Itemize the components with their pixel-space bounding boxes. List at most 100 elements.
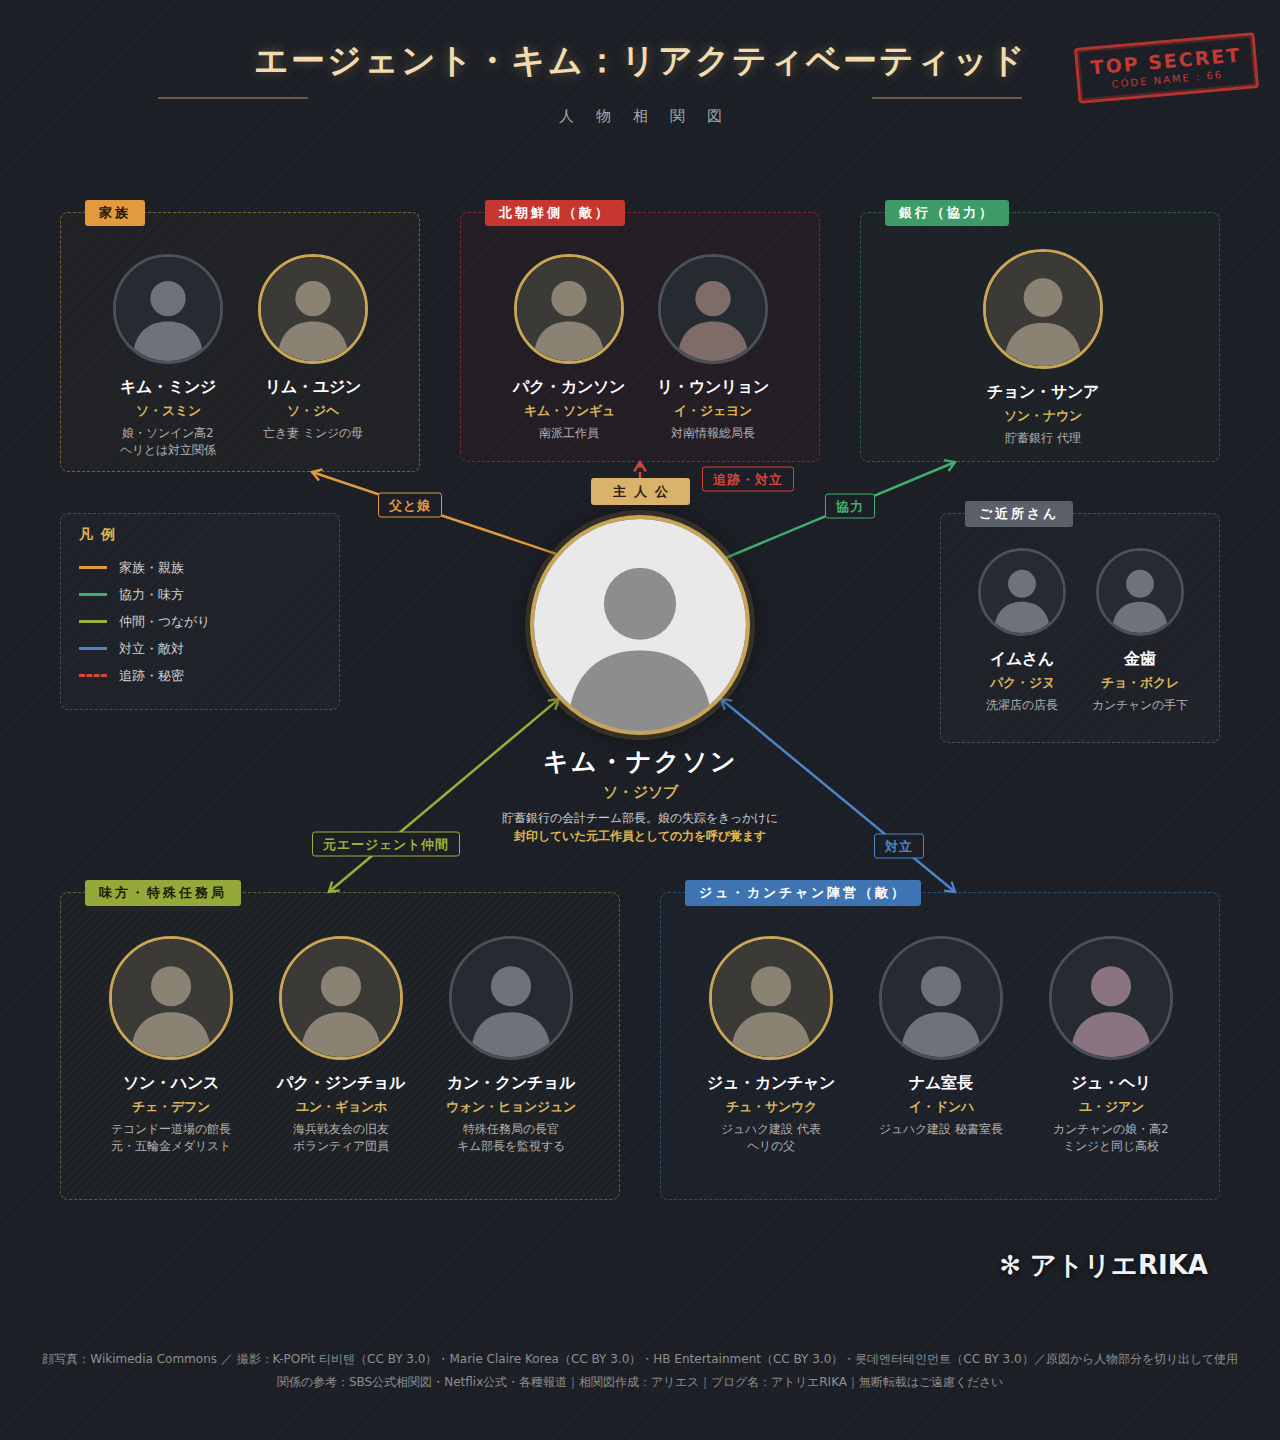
- actor-name: イ・ドンハ: [856, 1098, 1026, 1115]
- legend-text: 対立・敵対: [119, 640, 184, 658]
- group-box: ご近所さんイムさんパク・ジヌ洗濯店の店長金歯チョ・ボクレカンチャンの手下: [940, 513, 1220, 743]
- character-name: ソン・ハンス: [86, 1073, 256, 1093]
- avatar-circle: [113, 254, 223, 364]
- edge-label: 元エージェント仲間: [312, 831, 460, 856]
- legend-swatch: [79, 566, 107, 569]
- credit-line: 顔写真：Wikimedia Commons ／ 撮影：K-POPit 티비텐（C…: [20, 1350, 1260, 1368]
- group-tag: ジュ・カンチャン陣営（敵）: [685, 880, 921, 906]
- actor-name: チェ・デフン: [86, 1098, 256, 1115]
- actor-name: ソ・スミン: [98, 402, 238, 419]
- character-name: 金歯: [1081, 649, 1199, 669]
- person-node: 金歯チョ・ボクレカンチャンの手下: [1081, 548, 1199, 714]
- avatar-circle: [658, 254, 768, 364]
- group-box: 銀行（協力）チョン・サンアソン・ナウン貯蓄銀行 代理: [860, 212, 1220, 462]
- legend-item: 追跡・秘密: [79, 662, 210, 689]
- character-note: 特殊任務局の長官 キム部長を監視する: [449, 1121, 574, 1155]
- group-box: 北朝鮮側（敵）パク・カンソンキム・ソンギュ南派工作員リ・ウンリョンイ・ジェヨン対…: [460, 212, 820, 462]
- actor-name: ユ・ジアン: [1026, 1098, 1196, 1115]
- legend-swatch: [79, 647, 107, 650]
- legend-item: 協力・味方: [79, 581, 210, 608]
- actor-name: ユン・ギョンホ: [256, 1098, 426, 1115]
- avatar-circle: [978, 548, 1066, 636]
- actor-name: イ・ジェヨン: [643, 402, 783, 419]
- avatar-circle: [279, 936, 403, 1060]
- secret-stamp: TOP SECRETCODE NAME : 66: [1074, 32, 1259, 104]
- avatar-silhouette: [282, 939, 400, 1057]
- character-note: 洗濯店の店長: [967, 697, 1077, 714]
- person-node: キム・ミンジソ・スミン娘・ソンイン高2 ヘリとは対立関係: [98, 254, 238, 459]
- character-note: 南派工作員: [507, 425, 632, 442]
- group-tag: 北朝鮮側（敵）: [485, 200, 625, 226]
- character-note: 貯蓄銀行 代理: [963, 430, 1123, 447]
- person-node: ジュ・ヘリユ・ジアンカンチャンの娘・高2 ミンジと同じ高校: [1026, 936, 1196, 1155]
- group-tag: ご近所さん: [965, 501, 1073, 527]
- person-node: ナム室長イ・ドンハジュハク建設 秘書室長: [856, 936, 1026, 1138]
- subtitle: 人物相関図: [0, 106, 1280, 126]
- character-note: 娘・ソンイン高2 ヘリとは対立関係: [106, 425, 231, 459]
- character-name: ジュ・カンチャン: [686, 1073, 856, 1093]
- actor-name: ソン・ナウン: [943, 407, 1143, 424]
- edge-label: 対立: [874, 833, 924, 858]
- character-note: 亡き妻 ミンジの母: [251, 425, 376, 442]
- avatar-circle: [1096, 548, 1184, 636]
- legend-text: 仲間・つながり: [119, 613, 210, 631]
- character-name: リム・ユジン: [243, 377, 383, 397]
- edge-label: 父と娘: [378, 492, 442, 517]
- person-node: パク・ジンチョルユン・ギョンホ海兵戦友会の旧友 ボランティア団員: [256, 936, 426, 1155]
- actor-name: チュ・サンウク: [686, 1098, 856, 1115]
- character-name: パク・カンソン: [499, 377, 639, 397]
- credits-block: 顔写真：Wikimedia Commons ／ 撮影：K-POPit 티비텐（C…: [20, 1350, 1260, 1396]
- avatar-circle: [1049, 936, 1173, 1060]
- title-rule: [872, 98, 1022, 99]
- person-node: ジュ・カンチャンチュ・サンウクジュハク建設 代表 ヘリの父: [686, 936, 856, 1155]
- avatar-silhouette: [986, 252, 1100, 366]
- group-box: 家族キム・ミンジソ・スミン娘・ソンイン高2 ヘリとは対立関係リム・ユジンソ・ジヘ…: [60, 212, 420, 472]
- group-tag: 味方・特殊任務局: [85, 880, 241, 906]
- avatar-circle: [879, 936, 1003, 1060]
- character-note: カンチャンの手下: [1085, 697, 1195, 714]
- character-name: キム・ミンジ: [98, 377, 238, 397]
- character-name: ナム室長: [856, 1073, 1026, 1093]
- avatar-silhouette: [116, 257, 220, 361]
- avatar-silhouette: [1099, 551, 1181, 633]
- character-note: ジュハク建設 代表 ヘリの父: [709, 1121, 834, 1155]
- character-note: 貯蓄銀行の会計チーム部長。娘の失踪をきっかけに: [480, 809, 800, 827]
- person-node: イムさんパク・ジヌ洗濯店の店長: [963, 548, 1081, 714]
- legend-swatch: [79, 593, 107, 596]
- character-name: パク・ジンチョル: [256, 1073, 426, 1093]
- legend-title: 凡例: [79, 524, 123, 544]
- avatar-silhouette: [1052, 939, 1170, 1057]
- protagonist-node: 主人公キム・ナクソンソ・ジソブ貯蓄銀行の会計チーム部長。娘の失踪をきっかけに封印…: [480, 478, 800, 845]
- character-note: ジュハク建設 秘書室長: [879, 1121, 1004, 1138]
- character-name: キム・ナクソン: [480, 748, 800, 776]
- avatar-circle: [709, 936, 833, 1060]
- avatar-silhouette: [981, 551, 1063, 633]
- legend-item: 仲間・つながり: [79, 608, 210, 635]
- character-note: カンチャンの娘・高2 ミンジと同じ高校: [1049, 1121, 1174, 1155]
- legend-box: 家族・親族協力・味方仲間・つながり対立・敵対追跡・秘密 凡例: [60, 513, 340, 710]
- character-note: 海兵戦友会の旧友 ボランティア団員: [279, 1121, 404, 1155]
- protagonist-tag: 主人公: [591, 478, 690, 505]
- legend-text: 家族・親族: [119, 559, 184, 577]
- person-node: カン・クンチョルウォン・ヒョンジュン特殊任務局の長官 キム部長を監視する: [426, 936, 596, 1155]
- legend-text: 追跡・秘密: [119, 667, 184, 685]
- actor-name: キム・ソンギュ: [499, 402, 639, 419]
- edge-label: 協力: [825, 493, 875, 518]
- connector: [721, 699, 955, 892]
- person-node: リ・ウンリョンイ・ジェヨン対南情報総局長: [643, 254, 783, 442]
- avatar-silhouette: [534, 519, 746, 731]
- legend-list: 家族・親族協力・味方仲間・つながり対立・敵対追跡・秘密: [79, 554, 210, 689]
- person-node: リム・ユジンソ・ジヘ亡き妻 ミンジの母: [243, 254, 383, 442]
- avatar-circle: [530, 515, 750, 735]
- watermark: ✻ アトリエRIKA: [999, 1248, 1208, 1282]
- character-name: チョン・サンア: [943, 382, 1143, 402]
- avatar-silhouette: [517, 257, 621, 361]
- character-name: イムさん: [963, 649, 1081, 669]
- avatar-circle: [514, 254, 624, 364]
- group-tag: 家族: [85, 200, 145, 226]
- actor-name: ウォン・ヒョンジュン: [426, 1098, 596, 1115]
- avatar-circle: [109, 936, 233, 1060]
- character-name: ジュ・ヘリ: [1026, 1073, 1196, 1093]
- legend-swatch: [79, 674, 107, 677]
